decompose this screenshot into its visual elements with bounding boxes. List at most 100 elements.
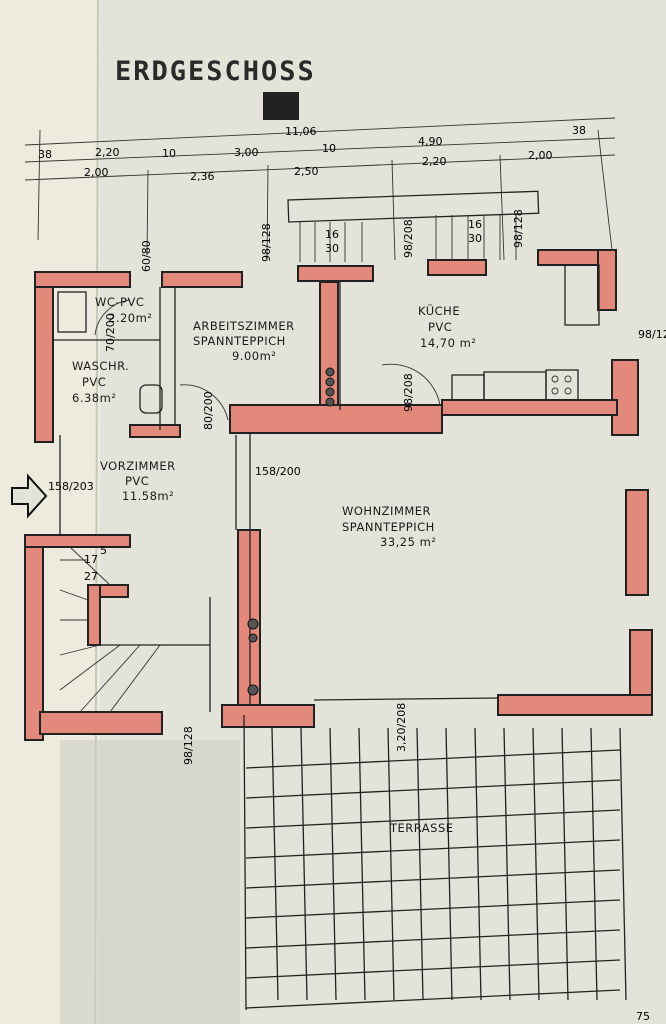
kitchen-fixtures <box>57 264 600 414</box>
terrace-tile-line <box>445 727 453 1001</box>
svg-text:98/128: 98/128 <box>512 209 525 248</box>
terrace-tile-line <box>590 727 598 1001</box>
svg-text:98/208: 98/208 <box>402 219 415 258</box>
chimney <box>247 367 335 696</box>
svg-text:30: 30 <box>468 232 482 245</box>
svg-text:PVC: PVC <box>125 474 149 488</box>
svg-text:98/128: 98/128 <box>260 223 273 262</box>
terrace-tile-line <box>245 929 621 949</box>
terrace-tile-line <box>245 899 621 919</box>
terrace-edge <box>243 714 247 1011</box>
terrace-tile-line <box>245 839 621 859</box>
svg-text:10: 10 <box>162 147 176 160</box>
svg-text:3,00: 3,00 <box>234 146 259 159</box>
svg-text:16: 16 <box>325 228 339 241</box>
terrace-tile-line <box>532 727 540 1001</box>
svg-text:98/208: 98/208 <box>402 373 415 412</box>
door-wc <box>94 299 131 336</box>
terrace-tile-line <box>619 727 627 1001</box>
svg-text:2,50: 2,50 <box>294 165 319 178</box>
opening-labels: 60/80 98/128 98/208 98/128 98/128 70/200… <box>48 209 666 1023</box>
svg-text:5: 5 <box>100 544 107 557</box>
shadow <box>60 740 240 1024</box>
svg-text:3,20/208: 3,20/208 <box>395 703 408 752</box>
svg-text:38: 38 <box>38 148 52 161</box>
room-vorzimmer: VORZIMMER PVC 11.58m² <box>100 459 176 503</box>
svg-text:2.20m²: 2.20m² <box>108 311 152 325</box>
dim-row1: 38 2,20 10 3,00 10 4,90 38 <box>38 124 586 161</box>
terrace-tile-line <box>474 727 482 1001</box>
dimension-lines <box>24 117 616 261</box>
svg-text:2,36: 2,36 <box>190 170 215 183</box>
svg-text:2,20: 2,20 <box>422 155 447 168</box>
room-terrasse: TERRASSE <box>389 821 454 835</box>
walls <box>24 249 653 741</box>
terrace-tile-line <box>358 727 366 1001</box>
terrace-tile-line <box>245 779 621 799</box>
svg-text:60/80: 60/80 <box>140 240 153 272</box>
terrace-tile-line <box>271 727 279 1001</box>
svg-text:158/203: 158/203 <box>48 480 94 493</box>
svg-text:4,90: 4,90 <box>418 135 443 148</box>
svg-text:38: 38 <box>572 124 586 137</box>
svg-text:PVC: PVC <box>428 320 452 334</box>
terrace-tile-line <box>245 989 621 1009</box>
terrace-tile-line <box>387 727 395 1001</box>
svg-text:ARBEITSZIMMER: ARBEITSZIMMER <box>193 319 295 333</box>
interior-lines <box>53 282 499 712</box>
svg-text:75: 75 <box>636 1010 650 1023</box>
terrace-tile-line <box>245 749 621 769</box>
room-waschraum: WASCHR. PVC 6.38m² <box>72 359 129 405</box>
terrace-grid <box>243 714 627 1011</box>
svg-text:WASCHR.: WASCHR. <box>72 359 129 373</box>
svg-text:2,00: 2,00 <box>84 166 109 179</box>
terrace-tile-line <box>561 727 569 1001</box>
room-arbeitszimmer: ARBEITSZIMMER SPANNTEPPICH 9.00m² <box>193 319 295 363</box>
dim-row2: 2,00 2,36 2,50 2,20 2,00 <box>84 149 553 183</box>
terrace-tile-line <box>503 727 511 1001</box>
svg-text:27: 27 <box>84 570 98 583</box>
svg-text:6.38m²: 6.38m² <box>72 391 116 405</box>
svg-text:2,20: 2,20 <box>95 146 120 159</box>
terrace-tile-line <box>416 727 424 1001</box>
svg-text:80/200: 80/200 <box>202 391 215 430</box>
svg-text:SPANNTEPPICH: SPANNTEPPICH <box>342 520 435 534</box>
room-kueche: KÜCHE PVC 14,70 m² <box>418 302 476 350</box>
svg-text:14,70 m²: 14,70 m² <box>420 336 476 350</box>
entrance-arrow-icon <box>11 473 48 519</box>
room-wohnzimmer: WOHNZIMMER SPANNTEPPICH 33,25 m² <box>342 504 436 549</box>
dim-total: 11,06 <box>285 125 317 138</box>
toilet <box>57 291 87 333</box>
svg-text:9.00m²: 9.00m² <box>232 349 276 363</box>
terrace-tile-line <box>245 809 621 829</box>
svg-text:WOHNZIMMER: WOHNZIMMER <box>342 504 431 518</box>
svg-text:PVC: PVC <box>82 375 106 389</box>
room-wc: WC-PVC 2.20m² <box>95 295 152 325</box>
svg-text:17: 17 <box>84 553 98 566</box>
svg-text:30: 30 <box>325 242 339 255</box>
terrace-tile-line <box>245 869 621 889</box>
front-steps: 16 30 16 30 <box>287 190 540 262</box>
svg-text:11.58m²: 11.58m² <box>122 489 174 503</box>
terrace-tile-line <box>329 727 337 1001</box>
svg-text:VORZIMMER: VORZIMMER <box>100 459 176 473</box>
svg-text:2,00: 2,00 <box>528 149 553 162</box>
svg-text:158/200: 158/200 <box>255 465 301 478</box>
door-arbeitszimmer <box>179 384 229 421</box>
staircase: 17 5 27 <box>59 544 161 713</box>
svg-text:70/200: 70/200 <box>104 313 117 352</box>
svg-text:10: 10 <box>322 142 336 155</box>
terrace-tile-line <box>245 959 621 979</box>
svg-text:98/128: 98/128 <box>638 328 666 341</box>
sink <box>139 384 163 414</box>
door-kueche <box>381 363 441 406</box>
svg-text:SPANNTEPPICH: SPANNTEPPICH <box>193 334 286 348</box>
north-marker <box>263 92 299 120</box>
svg-text:WC-PVC: WC-PVC <box>95 295 144 309</box>
svg-text:KÜCHE: KÜCHE <box>418 302 460 318</box>
svg-text:16: 16 <box>468 218 482 231</box>
svg-text:33,25 m²: 33,25 m² <box>380 535 436 549</box>
svg-text:98/128: 98/128 <box>182 726 195 765</box>
plan-title: ERDGESCHOSS <box>115 56 316 87</box>
